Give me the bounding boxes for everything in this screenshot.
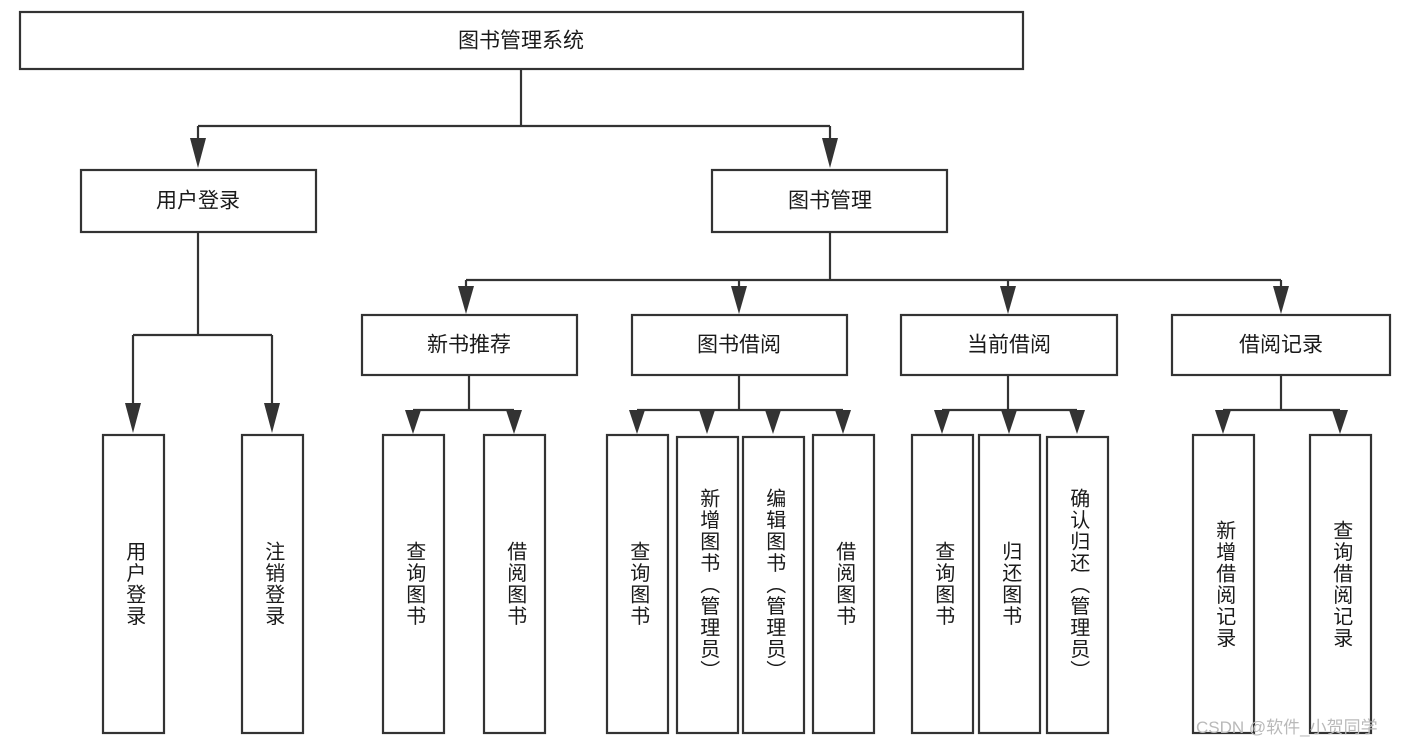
node-box-leaf-user-login[interactable] [101,433,166,735]
node-label-new-book-recommend: 新书推荐 [427,334,511,357]
node-box-current-borrow[interactable] [899,313,1119,377]
node-box-leaf-confirm-return[interactable] [1045,435,1110,735]
connector-root-to-level2 [190,69,838,168]
node-box-book-borrow[interactable] [630,313,849,377]
arrow-head-icon [405,410,421,434]
arrow-head-icon [125,403,141,433]
node-new-book-recommend[interactable]: 新书推荐 [360,313,579,377]
node-box-leaf-edit-book[interactable] [741,435,806,735]
node-box-leaf-borrow-book-1[interactable] [482,433,547,735]
arrow-head-icon [1273,286,1289,314]
leaf-boxes [101,433,1373,735]
arrow-head-icon [1332,410,1348,434]
node-user-login[interactable]: 用户登录 [79,168,318,234]
node-label-book-manage: 图书管理 [788,190,872,213]
watermark-label: CSDN @软件_小贺同学 [1196,718,1378,737]
connector-newbook-to-leaves [405,375,522,434]
connector-bookmanage-to-level3 [458,232,1289,314]
connector-borrowrecord-to-leaves [1215,375,1348,434]
node-label-borrow-record: 借阅记录 [1239,334,1323,357]
node-label-book-borrow: 图书借阅 [697,334,781,357]
node-label-user-login: 用户登录 [156,190,240,213]
arrow-head-icon [506,410,522,434]
arrow-head-icon [1215,410,1231,434]
node-box-leaf-add-record[interactable] [1191,433,1256,735]
node-box-user-login[interactable] [79,168,318,234]
node-box-book-manage[interactable] [710,168,949,234]
node-borrow-record[interactable]: 借阅记录 [1170,313,1392,377]
arrow-head-icon [765,410,781,434]
connector-userlogin-to-leaves [125,232,280,433]
arrow-head-icon [1001,410,1017,434]
node-box-leaf-return-book[interactable] [977,433,1042,735]
node-box-leaf-query-record[interactable] [1308,433,1373,735]
node-label-current-borrow: 当前借阅 [967,334,1051,357]
arrow-head-icon [190,138,206,168]
node-box-leaf-query-book-3[interactable] [910,433,975,735]
arrow-head-icon [1000,286,1016,314]
arrow-head-icon [731,286,747,314]
arrow-head-icon [822,138,838,168]
node-book-manage[interactable]: 图书管理 [710,168,949,234]
node-box-leaf-borrow-book-2[interactable] [811,433,876,735]
node-box-leaf-add-book[interactable] [675,435,740,735]
node-box-leaf-user-logout[interactable] [240,433,305,735]
node-box-new-book-recommend[interactable] [360,313,579,377]
arrow-head-icon [264,403,280,433]
node-box-borrow-record[interactable] [1170,313,1392,377]
node-box-leaf-query-book-1[interactable] [381,433,446,735]
node-root[interactable]: 图书管理系统 [18,10,1025,71]
arrow-head-icon [835,410,851,434]
node-box-root[interactable] [18,10,1025,71]
connector-bookborrow-to-leaves [629,375,851,434]
connector-currentborrow-to-leaves [934,375,1085,434]
arrow-head-icon [699,410,715,434]
node-current-borrow[interactable]: 当前借阅 [899,313,1119,377]
arrow-head-icon [1069,410,1085,434]
arrow-head-icon [934,410,950,434]
node-book-borrow[interactable]: 图书借阅 [630,313,849,377]
node-label-root: 图书管理系统 [458,30,584,53]
arrow-head-icon [629,410,645,434]
node-box-leaf-query-book-2[interactable] [605,433,670,735]
arrow-head-icon [458,286,474,314]
